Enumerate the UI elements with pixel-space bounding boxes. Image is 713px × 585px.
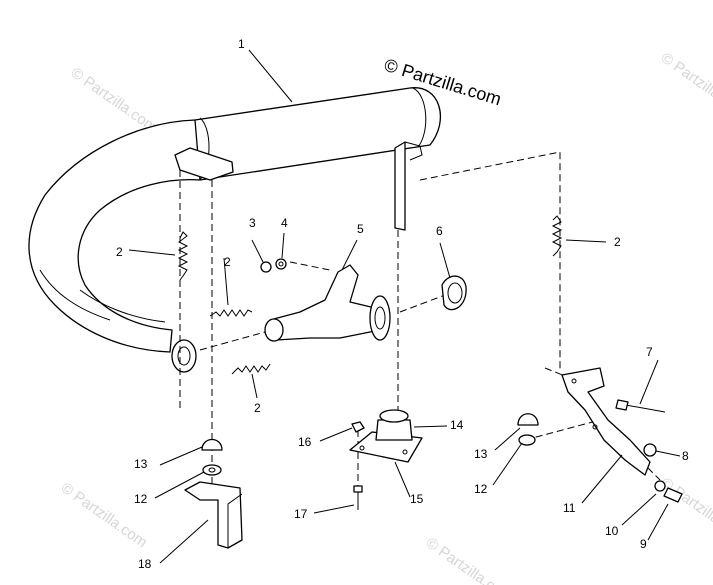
part-13-rubber-mount (517, 413, 539, 426)
callout-2: 2 (254, 401, 261, 415)
callout-6: 6 (436, 224, 443, 238)
part-2-spring (551, 215, 563, 257)
part-9-bolt (663, 487, 683, 503)
part-12-washer (202, 464, 222, 476)
callout-13: 13 (134, 457, 148, 471)
part-10-washer (654, 480, 666, 492)
callout-12: 12 (474, 482, 488, 496)
callout-15: 15 (410, 492, 424, 506)
callout-9: 9 (640, 537, 647, 551)
part-6-gasket (441, 275, 467, 311)
callout-5: 5 (357, 222, 364, 236)
part-4-washer (275, 258, 287, 270)
callout-17: 17 (294, 507, 308, 521)
callout-18: 18 (138, 557, 152, 571)
callout-8: 8 (682, 449, 689, 463)
part-13-rubber-mount (201, 438, 223, 451)
callout-14: 14 (450, 418, 464, 432)
part-2-spring (231, 363, 271, 375)
part-1-muffler (28, 87, 441, 373)
watermark: © Partzilla.com (58, 479, 151, 551)
callout-group: 1 2 2 3 4 5 6 2 2 7 8 13 12 13 12 16 14 … (116, 37, 689, 571)
callout-2: 2 (614, 235, 621, 249)
part-18-bracket (184, 481, 243, 549)
watermark: © Partzilla.com (658, 474, 713, 546)
callout-10: 10 (605, 524, 619, 538)
part-5-y-pipe (264, 264, 391, 342)
callout-11: 11 (563, 501, 576, 515)
part-12-washer (518, 434, 536, 446)
callout-1: 1 (238, 37, 245, 51)
part-3-nut (260, 261, 272, 273)
part-8-nut (643, 443, 657, 457)
part-7-cable (615, 399, 666, 413)
callout-16: 16 (298, 435, 312, 449)
leader-lines (128, 49, 681, 564)
part-16-nut (351, 421, 365, 433)
callout-13: 13 (474, 447, 488, 461)
callout-2: 2 (116, 245, 123, 259)
watermark: © Partzilla.com (68, 64, 161, 136)
part-17-bolt (353, 485, 363, 510)
part-11-bracket (561, 367, 651, 476)
callout-2: 2 (224, 255, 231, 269)
callout-3: 3 (249, 216, 256, 230)
callout-7: 7 (646, 345, 653, 359)
part-2-spring (177, 231, 189, 281)
watermark: © Partzilla.com (423, 534, 516, 585)
part-2-spring (209, 309, 253, 317)
part-14-grommet (375, 409, 413, 441)
watermark: © Partzilla.com (658, 49, 713, 121)
alignment-lines (179, 151, 661, 490)
callout-4: 4 (281, 216, 288, 230)
callout-12: 12 (134, 492, 148, 506)
